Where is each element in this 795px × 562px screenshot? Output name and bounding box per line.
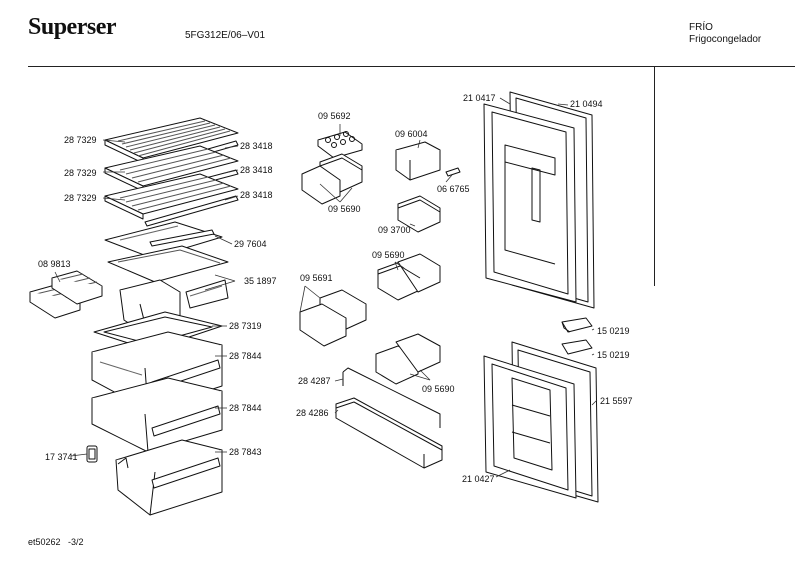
part-label: 28 7844 bbox=[229, 403, 262, 413]
part-label: 28 7844 bbox=[229, 351, 262, 361]
brand-logo: Superser bbox=[28, 14, 117, 40]
part-label: 06 6765 bbox=[437, 184, 470, 194]
screw bbox=[445, 167, 461, 177]
part-label: 09 6004 bbox=[395, 129, 428, 139]
part-label: 28 7329 bbox=[64, 168, 97, 178]
crisper-cover bbox=[104, 221, 223, 259]
subcategory-label: Frigocongelador bbox=[689, 34, 762, 45]
door-bin-left-pair bbox=[299, 289, 367, 347]
part-label: 28 7843 bbox=[229, 447, 262, 457]
side-slide bbox=[185, 279, 229, 309]
part-label: 35 1897 bbox=[244, 276, 277, 286]
part-label: 28 4286 bbox=[296, 408, 329, 418]
model-code: 5FG312E/06–V01 bbox=[185, 30, 266, 41]
part-label: 28 7329 bbox=[64, 135, 97, 145]
leader-lines bbox=[54, 97, 598, 478]
part-label: 15 0219 bbox=[597, 326, 630, 336]
part-label: 09 5690 bbox=[372, 250, 405, 260]
bottle-bin bbox=[335, 397, 443, 469]
document-reference: et50262 -3/2 bbox=[28, 537, 84, 547]
part-label: 28 7319 bbox=[229, 321, 262, 331]
margin-divider bbox=[654, 66, 655, 286]
freezer-drawer-2 bbox=[91, 377, 223, 453]
door-bin-lower bbox=[375, 333, 441, 385]
part-label: 28 3418 bbox=[240, 165, 273, 175]
part-label: 09 5690 bbox=[328, 204, 361, 214]
part-label: 09 5692 bbox=[318, 111, 351, 121]
header-divider bbox=[28, 66, 795, 67]
clip-part bbox=[86, 445, 98, 463]
part-label: 08 9813 bbox=[38, 259, 71, 269]
category-label: FRÍO bbox=[689, 22, 713, 33]
part-label: 28 3418 bbox=[240, 190, 273, 200]
door-bin-upper-right bbox=[397, 195, 441, 233]
dairy-tray-frame bbox=[107, 245, 229, 283]
part-label: 29 7604 bbox=[234, 239, 267, 249]
hinge-cap-lower bbox=[561, 339, 593, 355]
glass-shelf-3 bbox=[104, 173, 239, 220]
freezer-door-inner bbox=[483, 355, 577, 499]
part-label: 21 5597 bbox=[600, 396, 633, 406]
part-label: 15 0219 bbox=[597, 350, 630, 360]
fridge-door-inner bbox=[483, 103, 577, 303]
part-label: 17 3741 bbox=[45, 452, 78, 462]
glass-shelf-2 bbox=[104, 145, 239, 192]
door-bin-upper-left bbox=[301, 153, 363, 205]
part-label: 09 3700 bbox=[378, 225, 411, 235]
freezer-drawer-3 bbox=[115, 439, 223, 516]
part-label: 21 0417 bbox=[463, 93, 496, 103]
hinge-cap-upper bbox=[561, 317, 593, 333]
part-label: 28 4287 bbox=[298, 376, 331, 386]
part-label: 09 5691 bbox=[300, 273, 333, 283]
ice-tray-2 bbox=[51, 270, 103, 305]
part-label: 09 5690 bbox=[422, 384, 455, 394]
part-label: 21 0494 bbox=[570, 99, 603, 109]
part-label: 28 3418 bbox=[240, 141, 273, 151]
door-bin-middle bbox=[377, 253, 441, 301]
shelf-trim-3 bbox=[144, 195, 239, 227]
part-label: 28 7329 bbox=[64, 193, 97, 203]
glass-shelf-1 bbox=[104, 117, 239, 164]
butter-box bbox=[395, 141, 441, 181]
part-label: 21 0427 bbox=[462, 474, 495, 484]
